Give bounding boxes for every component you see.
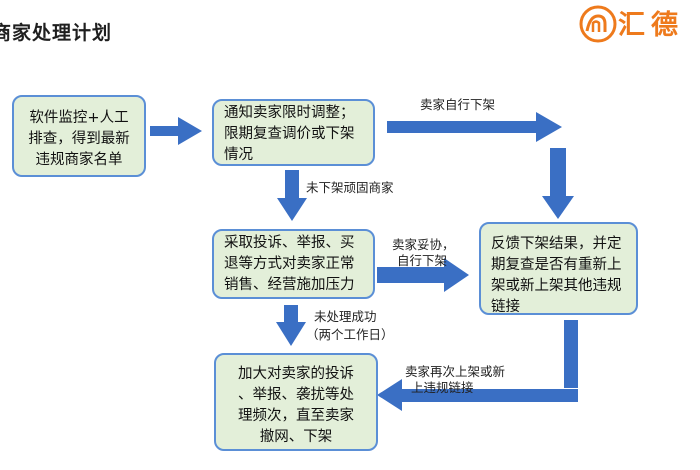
arrow-down-to-feedback xyxy=(542,148,574,219)
logo-text: 汇德 xyxy=(618,10,684,41)
edge-label-relist: 卖家再次上架或新 xyxy=(405,364,506,379)
arrow-back-to-escalate xyxy=(377,379,578,411)
arrow-detect-to-notify xyxy=(150,117,202,145)
edge-label-compromise: 自行下架 xyxy=(397,253,448,268)
node-feedback: 反馈下架结果，并定 期复查是否有重新上 架或新上架其他违规 链接 xyxy=(479,222,638,315)
node-notify-line: 通知卖家限时调整； xyxy=(224,105,355,121)
node-detect-line: 违规商家名单 xyxy=(35,152,123,168)
edge-label-self-delist: 卖家自行下架 xyxy=(420,97,496,112)
node-escalate-line: 加大对卖家的投诉 xyxy=(238,366,354,382)
arrow-notify-to-self-delist xyxy=(387,112,562,142)
edge-label-unsuccessful: 未处理成功 xyxy=(314,309,377,324)
node-detect-line: 软件监控+人工 xyxy=(29,110,129,126)
edge-label-relist: 上违规链接 xyxy=(411,380,474,395)
edge-label-not-delisted: 未下架顽固商家 xyxy=(306,180,394,195)
arrow-pressure-to-feedback xyxy=(377,258,469,292)
node-escalate-line: 理频次，直至卖家 xyxy=(238,408,354,424)
node-feedback-line: 链接 xyxy=(491,299,520,315)
node-notify-line: 限期复查调价或下架 xyxy=(224,126,355,142)
node-notify-line: 情况 xyxy=(224,147,253,163)
arrow-feedback-down xyxy=(564,320,578,388)
node-pressure: 采取投诉、举报、买 退等方式对卖家正常 销售、经营施加压力 xyxy=(212,229,375,299)
node-escalate-line: 、举报、袭扰等处 xyxy=(238,387,354,403)
node-feedback-line: 架或新上架其他违规 xyxy=(491,278,622,294)
page-title: 商家处理计划 xyxy=(0,22,113,44)
node-feedback-line: 期复查是否有重新上 xyxy=(491,257,622,273)
edge-label-unsuccessful: （两个工作日） xyxy=(306,327,394,342)
node-notify: 通知卖家限时调整； 限期复查调价或下架 情况 xyxy=(212,99,375,166)
node-detect-line: 排查，得到最新 xyxy=(28,131,130,147)
arrow-notify-to-pressure xyxy=(277,170,307,221)
edge-label-compromise: 卖家妥协， xyxy=(392,237,455,252)
node-escalate: 加大对卖家的投诉 、举报、袭扰等处 理频次，直至卖家 撤网、下架 xyxy=(214,353,378,451)
node-escalate-line: 撤网、下架 xyxy=(259,429,333,445)
node-pressure-line: 采取投诉、举报、买 xyxy=(224,235,355,251)
node-detect: 软件监控+人工 排查，得到最新 违规商家名单 xyxy=(12,95,146,177)
arrow-pressure-to-escalate xyxy=(276,305,306,346)
node-feedback-line: 反馈下架结果，并定 xyxy=(491,236,622,252)
node-pressure-line: 退等方式对卖家正常 xyxy=(224,256,355,272)
logo-icon xyxy=(579,5,617,43)
node-pressure-line: 销售、经营施加压力 xyxy=(224,277,355,293)
